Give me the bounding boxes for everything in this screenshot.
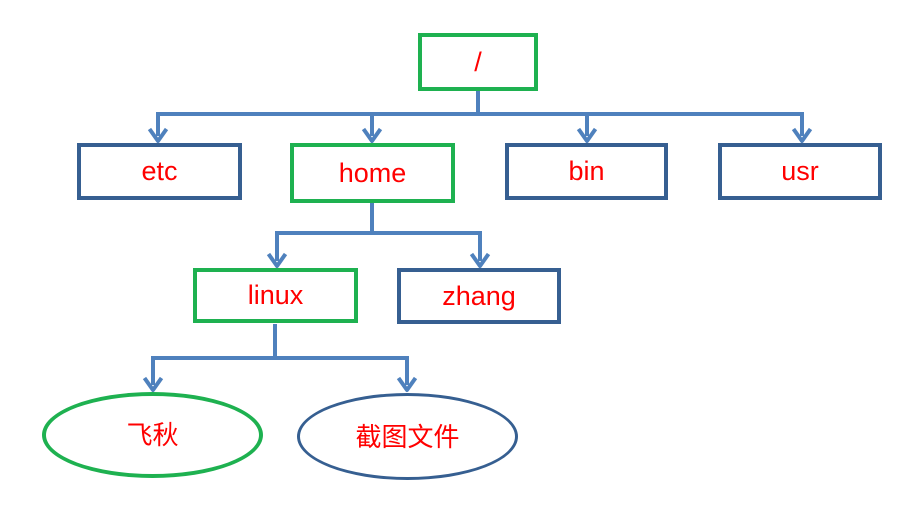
node-zhang-label: zhang	[442, 280, 516, 311]
arrowheads-level-3	[142, 376, 418, 392]
node-etc: etc	[77, 143, 242, 200]
node-root-label: /	[474, 46, 482, 77]
node-jietu-label: 截图文件	[355, 421, 460, 452]
edge-root-children	[156, 91, 804, 136]
node-usr: usr	[718, 143, 882, 200]
node-feiqiu-ellipse: 飞秋	[42, 392, 263, 478]
node-usr-label: usr	[781, 156, 819, 186]
node-bin: bin	[505, 143, 668, 200]
node-etc-label: etc	[141, 156, 178, 186]
edge-linux-children	[151, 324, 409, 385]
node-linux-label: linux	[247, 280, 304, 310]
arrowheads-level-2	[266, 252, 491, 268]
node-root: /	[418, 33, 538, 91]
node-home-label: home	[338, 157, 407, 188]
node-feiqiu-label: 飞秋	[126, 420, 179, 450]
edge-home-children	[275, 203, 482, 261]
node-home: home	[290, 143, 455, 203]
node-bin-label: bin	[568, 156, 605, 186]
node-linux: linux	[193, 268, 358, 323]
arrowheads-level-1	[147, 127, 813, 143]
node-zhang: zhang	[397, 268, 561, 324]
node-jietu-ellipse: 截图文件	[297, 393, 518, 480]
